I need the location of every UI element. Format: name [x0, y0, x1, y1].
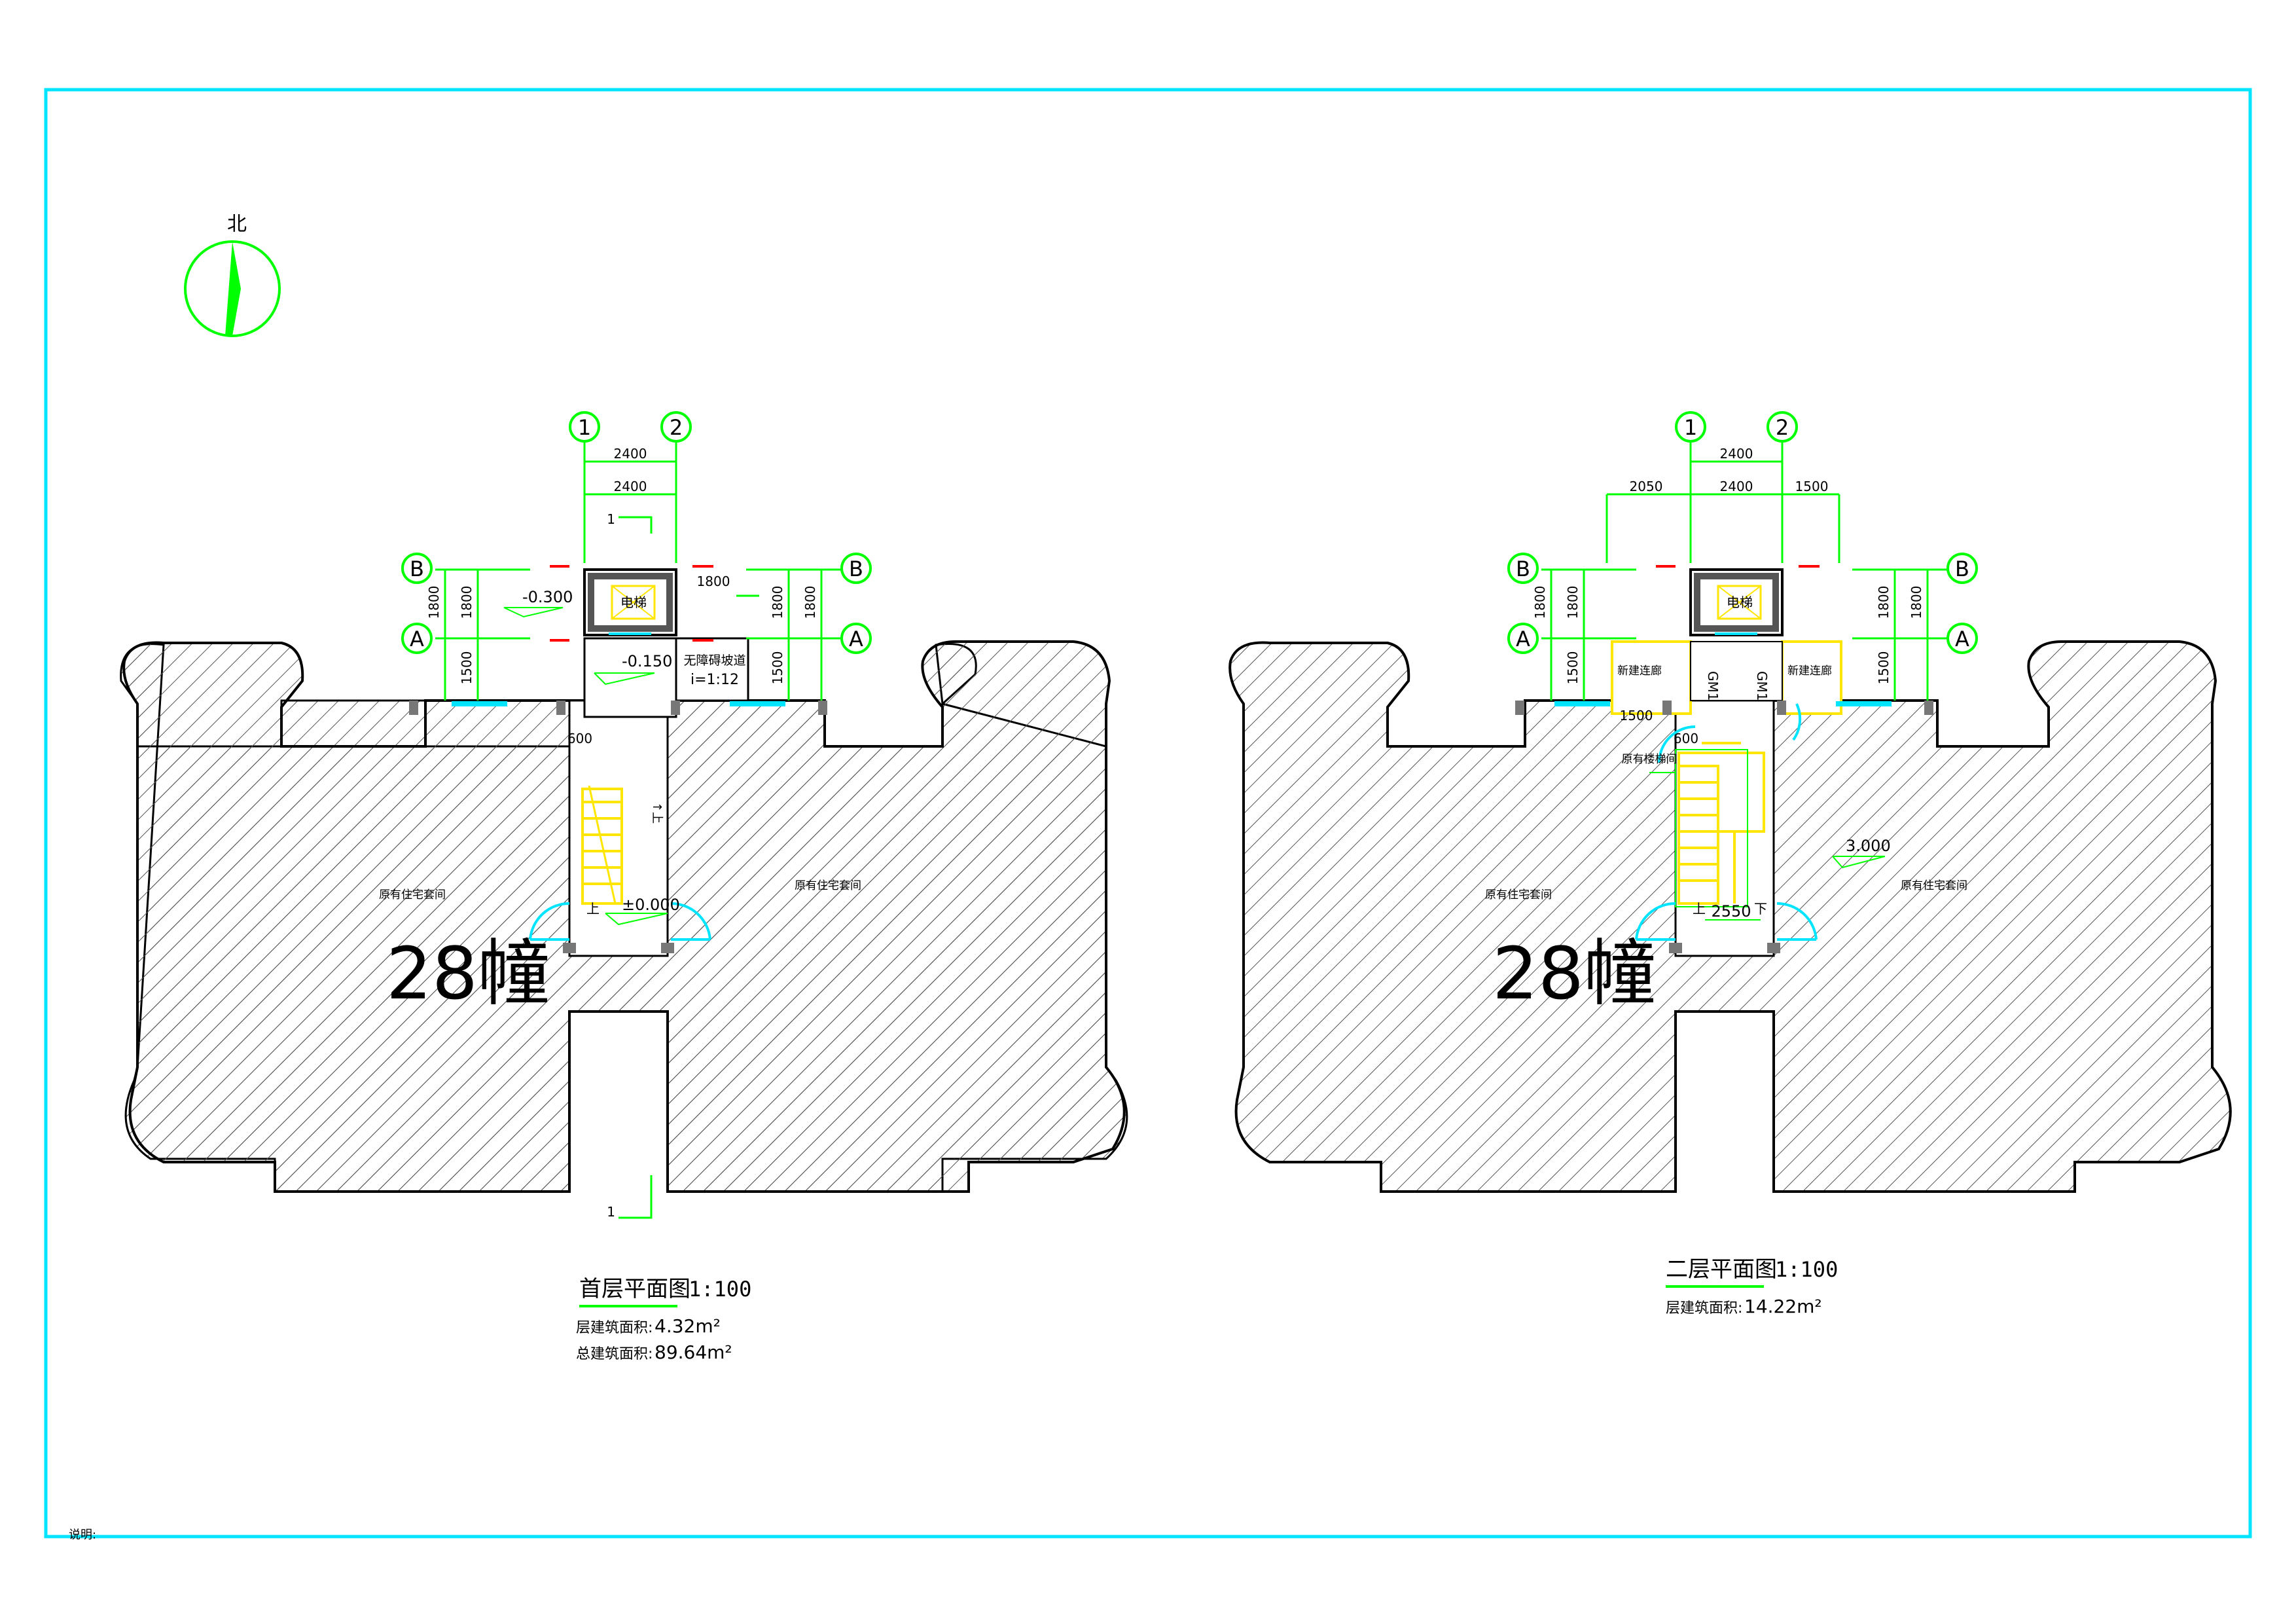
axis-bubble-b-right: B	[840, 553, 872, 584]
svg-text:1800: 1800	[459, 586, 475, 619]
building-number: 28幢	[386, 932, 550, 1015]
elevator-label: 电梯	[1727, 594, 1753, 610]
svg-text:1500: 1500	[459, 651, 475, 685]
dim-top-2: 2400	[614, 479, 647, 494]
elevation-label: -0.150	[622, 652, 672, 670]
plan-scale: 1:100	[689, 1277, 751, 1302]
svg-text:B: B	[1955, 556, 1969, 581]
axis-bubble-a-right: A	[1946, 623, 1978, 654]
svg-text:1500: 1500	[1565, 651, 1581, 685]
dim-top: 2400	[1720, 479, 1753, 494]
svg-text:1800: 1800	[1876, 586, 1892, 619]
room-label: 原有住宅套间	[795, 879, 861, 892]
north-arrow-icon: 北	[184, 213, 281, 337]
plan-title: 二层平面图	[1666, 1256, 1777, 1283]
svg-text:1800: 1800	[1909, 586, 1924, 619]
svg-text:2: 2	[1776, 415, 1789, 440]
axis-bubble-1: 1	[569, 411, 600, 443]
axis-bubble-2: 2	[1767, 411, 1798, 443]
svg-text:A: A	[1516, 627, 1530, 651]
axis-bubble-a-right: A	[840, 623, 872, 654]
area-value: 14.22m²	[1744, 1296, 1822, 1317]
elevation-label: -0.300	[522, 588, 573, 606]
elevator-label: 电梯	[620, 594, 647, 610]
dim-top: 2050	[1630, 479, 1663, 494]
axis-bubble-a-left: A	[1507, 623, 1539, 654]
plan-scale: 1:100	[1775, 1257, 1838, 1282]
svg-text:A: A	[1955, 627, 1969, 651]
dim-walk: 1500	[1620, 708, 1653, 723]
room-label: 原有住宅套间	[1901, 879, 1967, 892]
svg-text:1: 1	[607, 511, 615, 527]
axis-bubble-a-left: A	[401, 623, 433, 654]
dim-top-1: 2400	[614, 446, 647, 462]
axis-bubble-b-left: B	[1507, 553, 1539, 584]
plan-second: 电梯 新建连廊 新建连廊 GM1 GM1	[1229, 411, 2232, 1317]
elevation-label: 3.000	[1846, 837, 1891, 855]
dim-stair: 600	[567, 731, 592, 746]
corridor-label: 新建连廊	[1617, 665, 1662, 678]
svg-text:1500: 1500	[1876, 651, 1892, 685]
axis-bubble-b-left: B	[401, 553, 433, 584]
svg-text:B: B	[410, 556, 424, 581]
svg-text:1800: 1800	[426, 586, 442, 619]
stair-up-label: 上	[586, 901, 600, 917]
door-label: GM1	[1705, 671, 1721, 701]
ramp-label: 无障碍坡道	[683, 653, 745, 668]
ramp-slope: i=1:12	[691, 672, 739, 688]
door-label: GM1	[1754, 671, 1770, 701]
dim-stair: 600	[1674, 731, 1698, 746]
svg-text:A: A	[849, 627, 863, 651]
dim-mid: 1800	[697, 574, 730, 589]
building-number: 28幢	[1492, 932, 1656, 1015]
svg-text:B: B	[849, 556, 863, 581]
svg-text:A: A	[410, 627, 424, 651]
svg-text:1800: 1800	[1565, 586, 1581, 619]
svg-text:B: B	[1516, 556, 1530, 581]
area-value: 89.64m²	[655, 1341, 732, 1363]
svg-text:1: 1	[578, 415, 591, 440]
room-label: 原有住宅套间	[379, 888, 446, 902]
footer-note: 说明:	[69, 1528, 96, 1542]
stair-note: ↑上	[650, 802, 664, 824]
drawing-frame	[44, 88, 2252, 1539]
axis-bubble-1: 1	[1675, 411, 1706, 443]
svg-text:1: 1	[607, 1204, 615, 1220]
plan-title: 首层平面图	[579, 1276, 691, 1302]
svg-text:2: 2	[670, 415, 683, 440]
stair-down-label: 下	[1754, 901, 1767, 917]
dim-top: 1500	[1795, 479, 1829, 494]
plan-ground: 电梯	[120, 411, 1128, 1363]
elevation-label: ±0.000	[622, 896, 680, 914]
svg-text:1800: 1800	[802, 586, 818, 619]
stair-up-label: 上	[1693, 901, 1706, 917]
corridor-label: 新建连廊	[1787, 665, 1832, 678]
svg-text:1500: 1500	[770, 651, 785, 685]
stair-value: 2550	[1711, 902, 1751, 921]
svg-text:1: 1	[1684, 415, 1697, 440]
axis-bubble-b-right: B	[1946, 553, 1978, 584]
north-label: 北	[227, 213, 247, 236]
section-mark-bottom: 1	[607, 1175, 653, 1220]
axis-bubble-2: 2	[660, 411, 692, 443]
svg-text:1800: 1800	[1532, 586, 1548, 619]
area-label: 总建筑面积:	[576, 1346, 653, 1362]
room-label: 原有住宅套间	[1485, 888, 1552, 902]
dim-top: 2400	[1720, 446, 1753, 462]
svg-text:1800: 1800	[770, 586, 785, 619]
area-label: 层建筑面积:	[1666, 1300, 1742, 1317]
area-value: 4.32m²	[655, 1315, 721, 1337]
area-label: 层建筑面积:	[576, 1320, 653, 1336]
section-mark-top: 1	[607, 511, 653, 534]
stair-room-label: 原有楼梯间	[1622, 753, 1677, 766]
